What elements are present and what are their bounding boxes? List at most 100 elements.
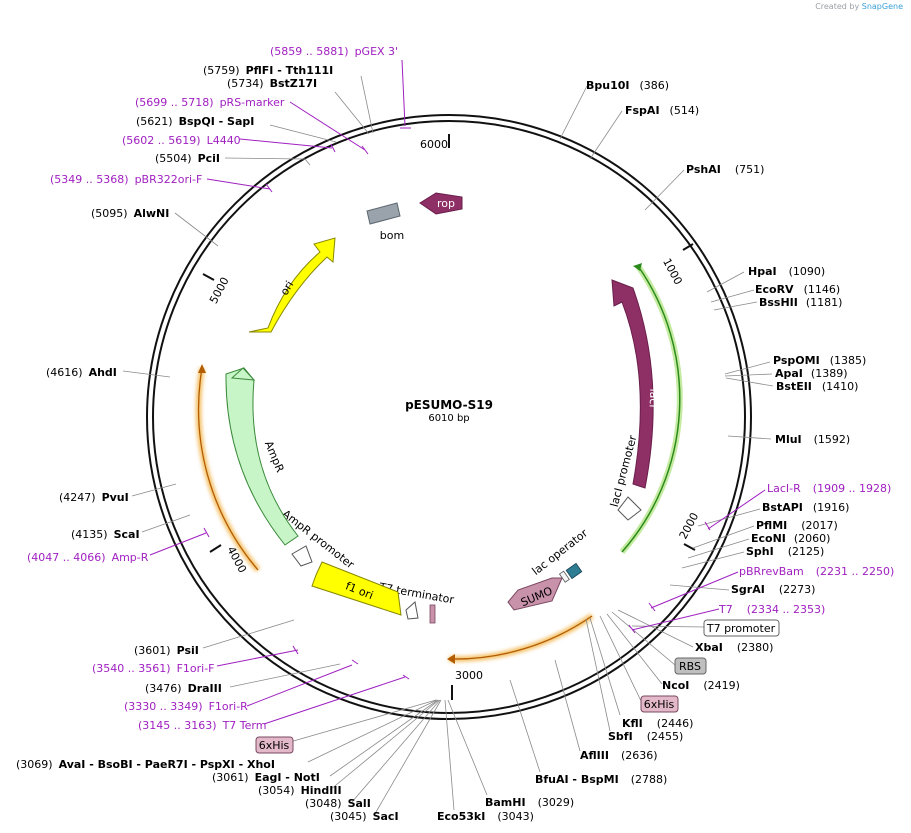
tick-label-2000: 2000 xyxy=(677,510,702,541)
lead-PflMI xyxy=(692,525,755,549)
f1-ori-feature xyxy=(311,561,402,616)
lead-FspAI xyxy=(589,110,623,160)
site-EcoRV: EcoRV(1146) xyxy=(755,283,840,296)
bom-feature xyxy=(366,202,401,225)
primer-F1ori-R: (3330 .. 3349)F1ori-R xyxy=(124,700,248,713)
site-PshAI: PshAI(751) xyxy=(686,163,764,176)
lead-PvuI xyxy=(131,483,177,497)
site-AflIII: AflIII(2636) xyxy=(580,749,658,762)
AmpR-feature xyxy=(225,367,299,546)
lead-Bpu10I xyxy=(559,85,588,140)
primer-T7-Term: (3145 .. 3163)T7 Term xyxy=(138,719,266,732)
plead-F1oriF xyxy=(216,649,299,667)
site-BssHII: BssHII(1181) xyxy=(759,296,842,309)
lead-BamHI xyxy=(447,699,488,796)
lac-operator-block xyxy=(565,562,583,580)
plead-F1oriR-2 xyxy=(351,659,359,665)
bottom-orange-arc-line xyxy=(448,615,593,660)
plasmid-name: pESUMO-S19 xyxy=(405,398,493,412)
lead-AflIII xyxy=(554,659,581,752)
snapgene-credit: Created by SnapGene xyxy=(815,2,903,11)
AmpR-arrowhead xyxy=(230,367,256,381)
plead-mark-1 xyxy=(704,521,711,531)
lead-6xHis xyxy=(599,615,643,704)
terminator-arrow xyxy=(405,601,419,620)
T7-terminator-block xyxy=(429,604,436,624)
badge-RBS-text: RBS xyxy=(679,660,701,673)
site-PflMI: PflMI(2017) xyxy=(756,519,838,532)
lead-EcoNI xyxy=(687,538,750,559)
tick-label-6000: 6000 xyxy=(420,138,448,151)
lead-BstEII xyxy=(725,377,774,387)
tick-1000 xyxy=(682,243,694,251)
site-EcoNI: EcoNI(2060) xyxy=(751,532,830,545)
plead-F1oriF-2 xyxy=(292,645,299,655)
site-BfuAI-BspMI: BfuAI - BspMI(2788) xyxy=(535,773,667,786)
site-PspOMI: PspOMI(1385) xyxy=(773,354,866,367)
lead-BspQI xyxy=(269,124,337,143)
site-AlwNI: (5095)AlwNI xyxy=(91,207,169,220)
site-PciI: (5504)PciI xyxy=(155,152,220,165)
plasmid-size: 6010 bp xyxy=(428,413,469,424)
lead-PspOMI xyxy=(724,361,771,375)
lead-BstAPI xyxy=(697,508,761,527)
site-AvaI-group: (3069)AvaI - BsoBI - PaeR7I - PspXI - Xh… xyxy=(16,758,275,771)
site-XbaI: XbaI(2380) xyxy=(695,641,773,654)
primer-pBR322ori-F: (5349 .. 5368)pBR322ori-F xyxy=(50,173,202,186)
tick-label-5000: 5000 xyxy=(207,275,232,306)
lead-EcoRV xyxy=(710,289,755,303)
plead-mark-2 xyxy=(648,602,656,612)
lead-SbfI xyxy=(585,618,611,732)
badge-T7-promoter xyxy=(703,619,780,637)
site-SacI: (3045)SacI xyxy=(330,810,399,823)
site-ScaI: (4135)ScaI xyxy=(71,528,140,541)
lacI-feature xyxy=(611,279,654,489)
lead-BfuAI xyxy=(509,679,541,773)
lead-HindIII xyxy=(329,699,440,791)
badge-RBS xyxy=(674,657,707,675)
lead-XbaI xyxy=(617,609,694,648)
plead-mark-3 xyxy=(628,624,636,634)
site-SgrAI: SgrAI(2273) xyxy=(731,583,815,596)
plead-T7 xyxy=(631,608,720,631)
lead-BssHII xyxy=(713,301,758,311)
site-BstEII: BstEII(1410) xyxy=(776,380,858,393)
plead-pBRrevBam xyxy=(650,571,739,609)
badge-6xHis-left xyxy=(255,736,294,754)
tick-2000 xyxy=(683,543,696,551)
lead-T7-promoter xyxy=(631,625,706,628)
site-NcoI: NcoI(2419) xyxy=(662,679,740,692)
lead-RBS xyxy=(611,611,676,666)
plead-pGEX xyxy=(401,59,406,127)
lead-SalI xyxy=(351,699,441,803)
site-BamHI: BamHI(3029) xyxy=(485,796,574,809)
lead-DraIII xyxy=(229,663,341,688)
site-Eco53kI: Eco53kI(3043) xyxy=(437,810,534,823)
lead-MluI xyxy=(727,435,772,440)
site-HpaI: HpaI(1090) xyxy=(748,265,825,278)
site-PflFI-Tth111I: (5759)PflFI - Tth111I xyxy=(203,64,333,77)
lead-PciI-2 xyxy=(304,158,311,166)
plead-pBR322 xyxy=(206,178,271,190)
site-SphI: SphI(2125) xyxy=(746,545,824,558)
primer-pRS-marker: (5699 .. 5718)pRS-marker xyxy=(135,96,285,109)
bom-label: bom xyxy=(380,229,404,242)
lead-HpaI xyxy=(706,271,745,293)
lead-KflI xyxy=(589,617,621,716)
tick-5000 xyxy=(202,273,215,281)
tick-4000 xyxy=(209,544,222,553)
site-SbfI: SbfI(2455) xyxy=(608,730,683,743)
lacI-region-arc-line xyxy=(621,265,681,553)
site-BstAPI: BstAPI(1916) xyxy=(762,501,849,514)
plead-T7Term-2 xyxy=(402,674,410,680)
lead-Eco53kI xyxy=(444,699,455,811)
site-PvuI: (4247)PvuI xyxy=(59,491,129,504)
lead-BstZ17I xyxy=(334,91,370,135)
ori-feature xyxy=(248,237,336,333)
plead-AmpR xyxy=(149,532,207,556)
left-orange-arc-line xyxy=(197,367,259,571)
site-EagI-NotI: (3061)EagI - NotI xyxy=(212,771,320,784)
site-HindIII: (3054)HindIII xyxy=(258,784,342,797)
bottom-orange-arrowhead xyxy=(447,654,455,664)
